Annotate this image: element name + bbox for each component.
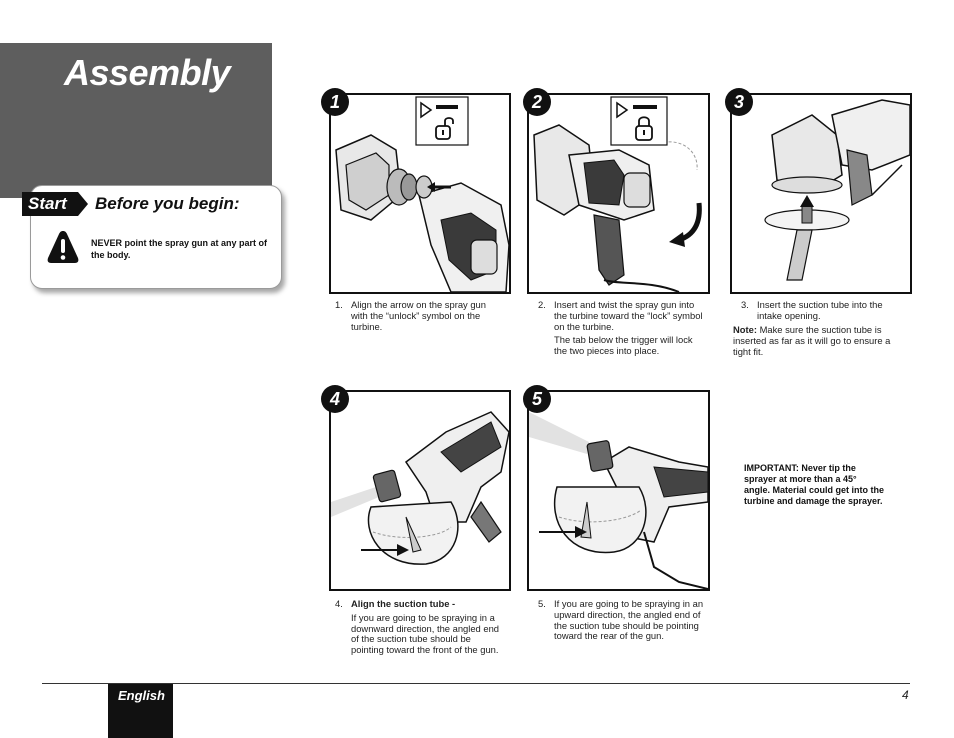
- step-5-badge: 5: [522, 384, 552, 414]
- step-3-index: 3.: [741, 300, 757, 322]
- step-3-note-text: Make sure the suction tube is inserted a…: [733, 324, 890, 357]
- step-5-illustration: [527, 390, 710, 591]
- step-2-badge: 2: [522, 87, 552, 117]
- step-5-text: If you are going to be spraying in an up…: [554, 599, 708, 642]
- step-2-caption: 2. Insert and twist the spray gun into t…: [538, 300, 708, 357]
- step-3-number: 3: [734, 92, 744, 112]
- step-4-title: Align the suction tube -: [351, 599, 455, 610]
- step-1-index: 1.: [335, 300, 351, 332]
- step-1-badge: 1: [320, 87, 350, 117]
- step-3-note-label: Note:: [733, 324, 757, 335]
- step-3-note: Note: Make sure the suction tube is inse…: [733, 325, 905, 357]
- step-4-text: If you are going to be spraying in a dow…: [351, 613, 505, 656]
- step-1-illustration: [329, 93, 511, 294]
- step-3-caption: 3. Insert the suction tube into the inta…: [741, 300, 906, 322]
- page-title: Assembly: [64, 52, 230, 94]
- step-1-number: 1: [330, 92, 340, 112]
- step-5-index: 5.: [538, 599, 554, 642]
- step-1-caption: 1. Align the arrow on the spray gun with…: [335, 300, 500, 332]
- step-5-number: 5: [532, 389, 543, 409]
- warning-icon: [46, 229, 80, 265]
- step-4-index: 4.: [335, 599, 351, 610]
- language-label: English: [118, 688, 165, 703]
- warning-text: NEVER point the spray gun at any part of…: [91, 237, 271, 261]
- step-5-caption: 5. If you are going to be spraying in an…: [538, 599, 708, 642]
- step-2-index: 2.: [538, 300, 554, 332]
- step-4-illustration: [329, 390, 511, 591]
- step-4-number: 4: [329, 389, 340, 409]
- step-3-badge: 3: [724, 87, 754, 117]
- important-warning: IMPORTANT: Never tip the sprayer at more…: [744, 463, 884, 507]
- step-3-text: Insert the suction tube into the intake …: [757, 300, 906, 322]
- step-3-illustration: [730, 93, 912, 294]
- page-number: 4: [902, 688, 909, 702]
- step-4-caption: 4. Align the suction tube - If you are g…: [335, 599, 505, 656]
- before-you-begin-title: Before you begin:: [95, 194, 240, 214]
- step-2-text: Insert and twist the spray gun into the …: [554, 300, 708, 332]
- unlock-icon: [433, 115, 459, 141]
- step-2-extra: The tab below the trigger will lock the …: [554, 335, 708, 357]
- lock-icon: [633, 114, 657, 142]
- step-4-badge: 4: [320, 384, 350, 414]
- step-1-text: Align the arrow on the spray gun with th…: [351, 300, 500, 332]
- step-2-number: 2: [531, 92, 542, 112]
- start-label: Start: [28, 194, 67, 214]
- step-2-illustration: [527, 93, 710, 294]
